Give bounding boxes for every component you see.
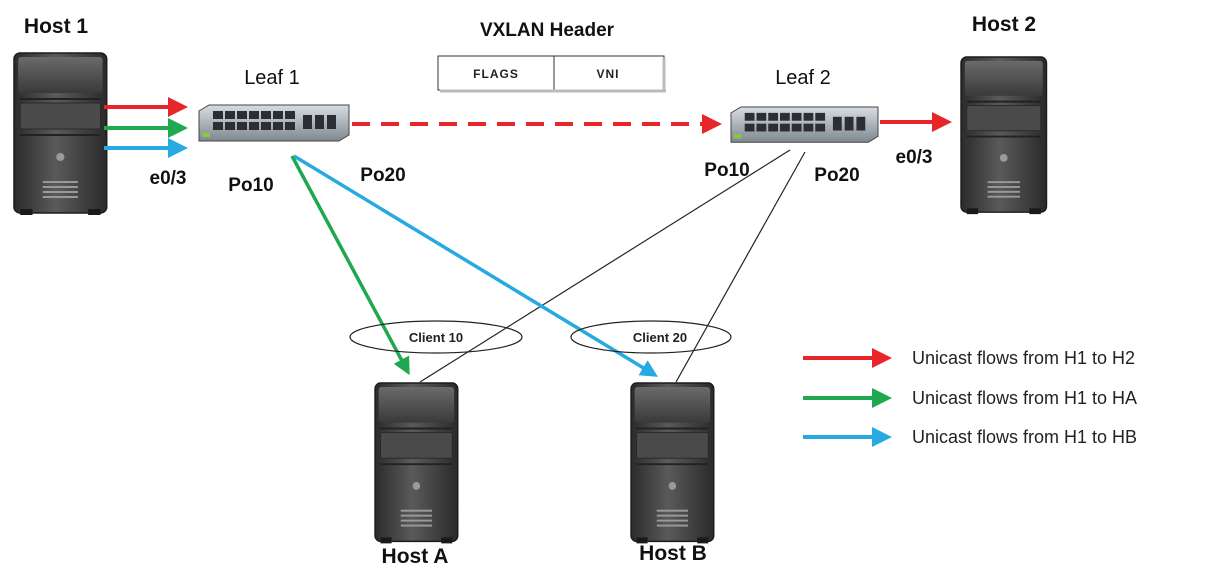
leaf2-po20-label: Po20 — [814, 165, 859, 186]
host1-server-icon — [12, 51, 108, 217]
leaf1-label: Leaf 1 — [244, 67, 300, 89]
client20-label: Client 20 — [633, 330, 687, 345]
leaf2-label: Leaf 2 — [775, 67, 831, 89]
vxlan-header-title: VXLAN Header — [480, 20, 615, 41]
flow-blue-leaf1-to-hostB — [293, 154, 658, 377]
host1-label: Host 1 — [24, 15, 89, 38]
client10-oval — [349, 320, 523, 354]
legend-item-h1-ha: Unicast flows from H1 to HA — [912, 388, 1137, 408]
vxlan-field-flags: FLAGS — [473, 67, 519, 81]
leaf1-po20-label: Po20 — [360, 165, 405, 186]
leaf2-switch-icon — [730, 106, 879, 143]
host2-port-label: e0/3 — [896, 147, 933, 168]
hostB-server-icon — [630, 382, 715, 545]
legend: Unicast flows from H1 to H2 Unicast flow… — [803, 348, 1137, 447]
hostB-label: Host B — [639, 542, 707, 565]
client10-label: Client 10 — [409, 330, 463, 345]
hostA-server-icon — [374, 382, 459, 545]
hostA-label: Host A — [382, 545, 449, 568]
host2-label: Host 2 — [972, 13, 1036, 36]
link-leaf2-po20-to-hostB — [675, 151, 806, 383]
legend-item-h1-h2: Unicast flows from H1 to H2 — [912, 348, 1135, 368]
leaf1-switch-icon — [198, 104, 350, 142]
link-leaf2-po10-to-hostA — [419, 149, 791, 383]
legend-item-h1-hb: Unicast flows from H1 to HB — [912, 427, 1137, 447]
leaf2-po10-label: Po10 — [704, 160, 749, 181]
leaf1-po10-label: Po10 — [228, 175, 273, 196]
vxlan-field-vni: VNI — [596, 67, 619, 81]
client20-oval — [570, 320, 732, 354]
flow-green-leaf1-to-hostA — [290, 155, 410, 376]
vxlan-header-box — [437, 55, 666, 93]
host2-server-icon — [960, 56, 1048, 216]
host1-port-label: e0/3 — [150, 168, 187, 189]
